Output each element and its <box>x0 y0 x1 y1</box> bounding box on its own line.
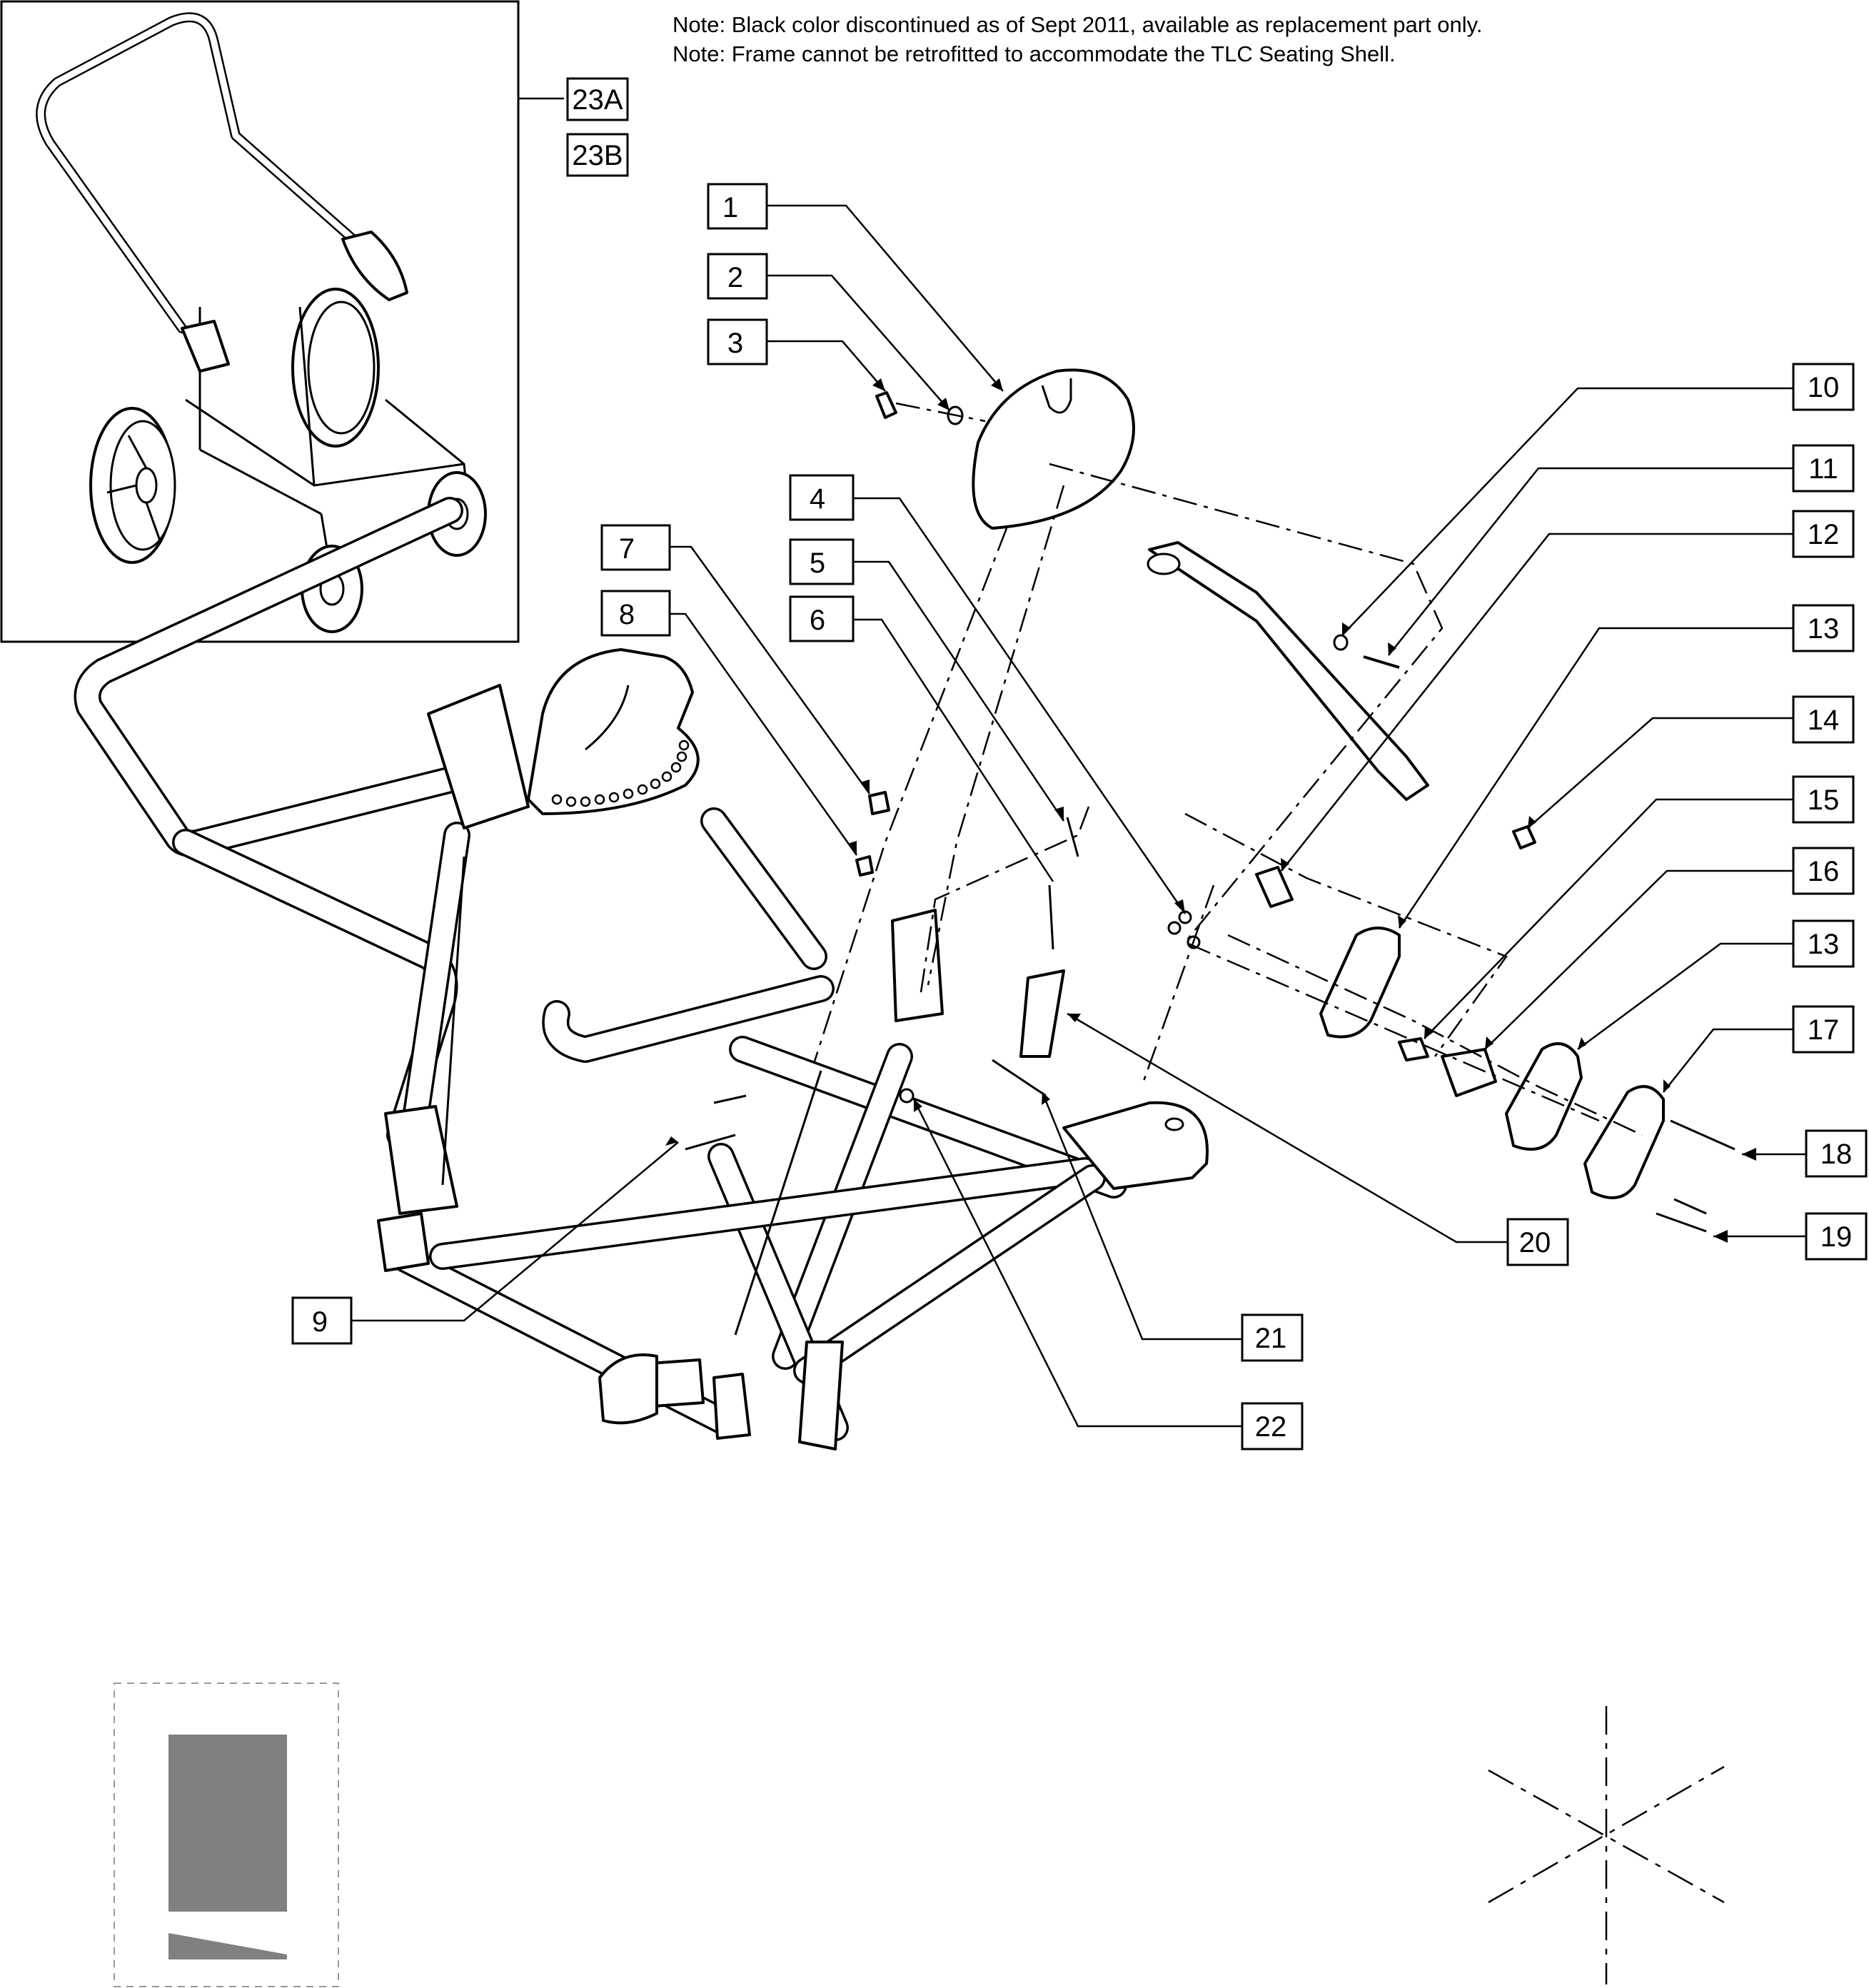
callout-9: 9 <box>291 1296 353 1345</box>
svg-text:23B: 23B <box>572 140 623 171</box>
svg-text:14: 14 <box>1808 705 1840 736</box>
part-15-spacer <box>1398 1037 1429 1061</box>
svg-text:19: 19 <box>1820 1221 1853 1253</box>
callout-leaders <box>351 204 1806 1428</box>
part-18-bolt <box>1670 1119 1736 1151</box>
svg-text:18: 18 <box>1820 1139 1853 1170</box>
svg-text:1: 1 <box>722 192 738 223</box>
callout-19: 19 <box>1805 1212 1868 1261</box>
svg-text:4: 4 <box>810 483 825 515</box>
svg-text:22: 22 <box>1255 1411 1287 1443</box>
svg-text:9: 9 <box>312 1306 328 1338</box>
callout-4: 4 <box>789 474 855 521</box>
callout-17: 17 <box>1792 1005 1855 1054</box>
callout-2: 2 <box>707 253 768 300</box>
svg-text:12: 12 <box>1808 519 1840 550</box>
svg-text:8: 8 <box>619 599 635 630</box>
part-10-washer <box>1333 634 1349 651</box>
callout-1: 1 <box>707 183 768 230</box>
svg-text:20: 20 <box>1519 1227 1551 1258</box>
part-4-arm <box>1148 541 1429 801</box>
svg-text:6: 6 <box>810 605 825 636</box>
svg-text:21: 21 <box>1255 1323 1287 1354</box>
svg-text:23A: 23A <box>572 84 623 116</box>
exploded-parts <box>685 368 1736 1233</box>
part-6-pin <box>1048 884 1054 950</box>
part-13-plate <box>1319 927 1401 1039</box>
svg-text:13: 13 <box>1808 613 1840 645</box>
callout-16: 16 <box>1792 847 1855 895</box>
arrowheads <box>665 378 1756 1243</box>
svg-text:7: 7 <box>619 533 635 565</box>
callout-13b: 13 <box>1792 919 1855 968</box>
assembly-center-lines <box>812 402 1643 1136</box>
part-21-rod <box>992 1059 1047 1097</box>
part-12-knob <box>1255 866 1294 908</box>
note-frame-retrofit: Note: Frame cannot be retrofitted to acc… <box>672 41 1396 66</box>
part-1-cover <box>972 368 1135 530</box>
callout-5: 5 <box>789 538 855 585</box>
callout-20: 20 <box>1506 1218 1569 1266</box>
callout-23a: 23A <box>566 77 629 121</box>
svg-text:16: 16 <box>1808 856 1840 887</box>
part-11-screw <box>1363 655 1400 669</box>
svg-text:2: 2 <box>727 262 743 293</box>
callout-14: 14 <box>1792 695 1855 744</box>
part-3-bushing <box>875 391 897 419</box>
callout-12: 12 <box>1792 510 1855 558</box>
callout-7: 7 <box>600 524 671 571</box>
part-17-plate <box>1583 1085 1665 1199</box>
callout-3: 3 <box>707 318 768 365</box>
part-19-screws <box>1656 1198 1707 1233</box>
callout-8: 8 <box>600 590 671 637</box>
part-22-washer <box>899 1088 915 1104</box>
brand-logo-mark <box>114 1682 339 1987</box>
part-9-screws <box>685 1094 747 1151</box>
callout-11: 11 <box>1792 444 1855 493</box>
part-5-spring <box>1066 817 1079 857</box>
callout-6: 6 <box>789 595 855 642</box>
callout-22: 22 <box>1241 1402 1304 1450</box>
part-14-nut <box>1512 825 1536 849</box>
orientation-axes-symbol <box>1488 1706 1725 1984</box>
note-color-discontinued: Note: Black color discontinued as of Sep… <box>672 12 1482 37</box>
part-20-latch <box>1019 969 1065 1058</box>
part-7-cap <box>868 791 890 815</box>
callout-15: 15 <box>1792 775 1855 824</box>
callout-23b: 23B <box>566 133 629 177</box>
inset-assembly-view <box>0 0 520 643</box>
callout-21: 21 <box>1241 1313 1304 1362</box>
svg-text:11: 11 <box>1808 453 1838 485</box>
svg-text:17: 17 <box>1808 1014 1840 1046</box>
svg-text:5: 5 <box>810 548 825 579</box>
main-frame-drawing <box>74 497 1209 1450</box>
callout-13a: 13 <box>1792 604 1855 652</box>
svg-text:3: 3 <box>727 328 743 359</box>
svg-text:13: 13 <box>1808 929 1840 960</box>
callout-10: 10 <box>1792 363 1855 411</box>
svg-text:15: 15 <box>1808 784 1840 816</box>
part-8-nut <box>855 855 874 877</box>
part-16-block <box>1441 1048 1497 1097</box>
callout-18: 18 <box>1805 1129 1868 1178</box>
svg-text:10: 10 <box>1808 372 1840 403</box>
